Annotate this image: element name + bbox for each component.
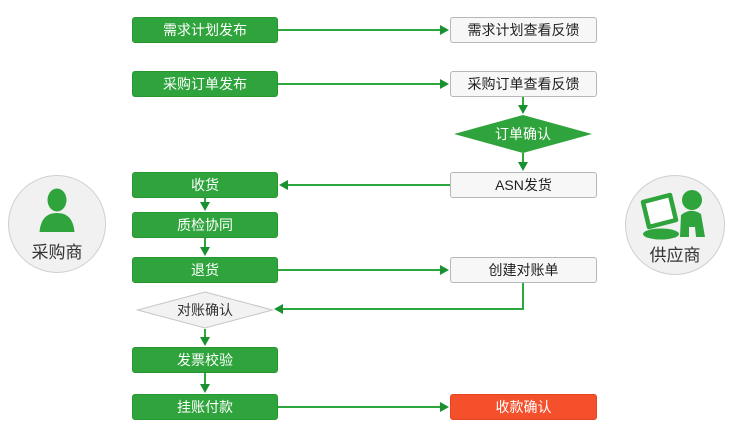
node-return-goods: 退货 [132,257,278,283]
node-quality-collab: 质检协同 [132,212,278,238]
node-asn-ship: ASN发货 [450,172,597,198]
node-statement-confirm: 对账确认 [136,291,274,329]
node-create-statement: 创建对账单 [450,257,597,283]
node-statement-confirm-label: 对账确认 [177,302,233,318]
supplier-actor: 供应商 [625,175,725,275]
node-order-confirm-label: 订单确认 [495,126,551,142]
node-demand-plan-publish: 需求计划发布 [132,17,278,43]
buyer-label: 采购商 [31,243,83,262]
node-demand-plan-feedback: 需求计划查看反馈 [450,17,597,43]
node-po-publish: 采购订单发布 [132,71,278,97]
node-po-feedback: 采购订单查看反馈 [450,71,597,97]
node-book-payment: 挂账付款 [132,394,278,420]
buyer-person-icon [39,188,75,232]
node-order-confirm: 订单确认 [454,115,592,153]
node-receipt-confirm: 收款确认 [450,394,597,420]
buyer-actor: 采购商 [8,175,106,273]
node-invoice-check: 发票校验 [132,347,278,373]
statement-confirm-diamond-shape [136,291,274,329]
node-receive-goods: 收货 [132,172,278,198]
supplier-label: 供应商 [649,246,701,265]
order-confirm-diamond-shape [454,115,592,153]
supplier-computer-user-icon [640,190,705,240]
